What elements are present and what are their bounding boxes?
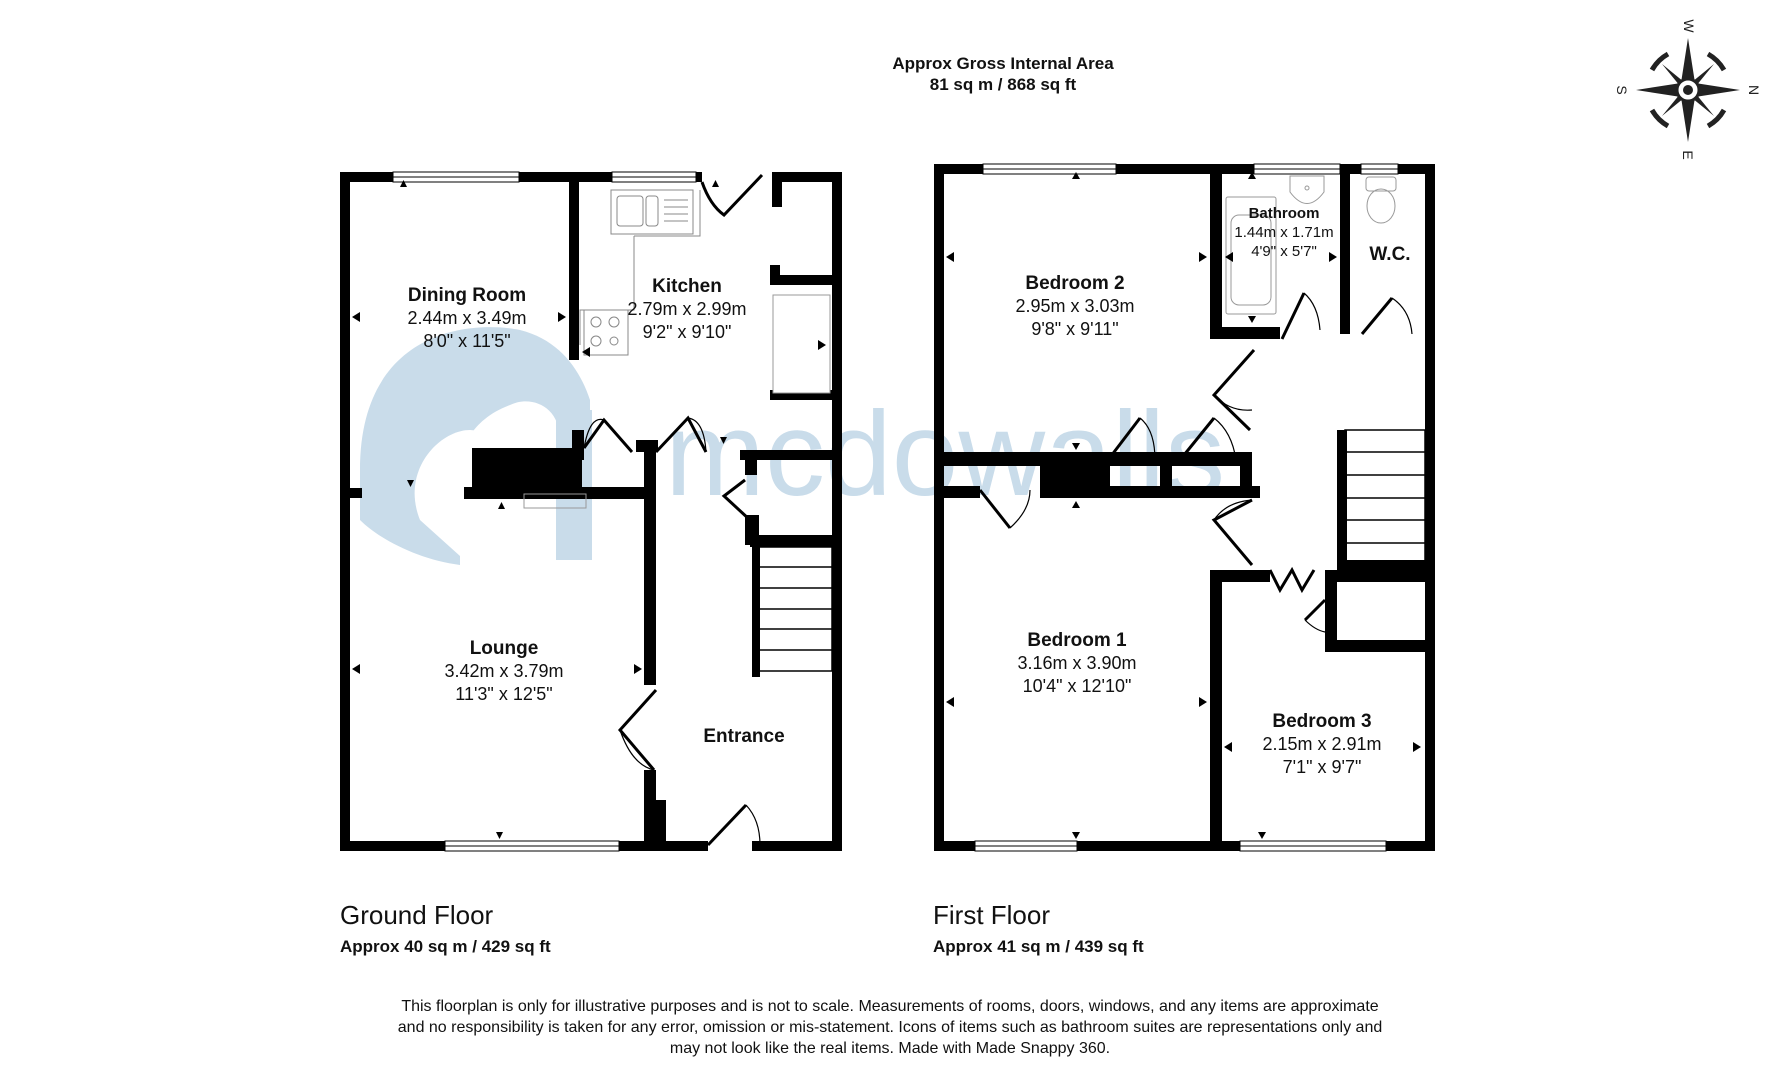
room-metric-bathroom: 1.44m x 1.71m (1234, 224, 1333, 241)
room-name-lounge: Lounge (470, 638, 539, 659)
gross-area-value: 81 sq m / 868 sq ft (929, 75, 1077, 94)
room-name-wc: W.C. (1369, 244, 1410, 265)
room-metric-bedroom-1: 3.16m x 3.90m (1017, 653, 1136, 673)
room-name-bedroom-3: Bedroom 3 (1272, 711, 1371, 732)
room-imperial-bedroom-3: 7'1" x 9'7" (1283, 757, 1362, 777)
room-name-bedroom-2: Bedroom 2 (1025, 273, 1124, 294)
disclaimer-line-2: and no responsibility is taken for any e… (397, 1019, 1383, 1036)
room-metric-kitchen: 2.79m x 2.99m (627, 299, 746, 319)
room-imperial-bedroom-2: 9'8" x 9'11" (1031, 319, 1118, 339)
room-imperial-bathroom: 4'9" x 5'7" (1251, 243, 1317, 260)
room-metric-bedroom-2: 2.95m x 3.03m (1015, 296, 1134, 316)
ground-floor-area: Approx 40 sq m / 429 sq ft (340, 937, 551, 956)
compass-rose-icon: W N E S (1614, 19, 1762, 159)
disclaimer: This floorplan is only for illustrative … (340, 996, 1440, 1059)
room-imperial-dining-room: 8'0" x 11'5" (423, 331, 510, 351)
first-floor-plan: Bedroom 2 2.95m x 3.03m 9'8" x 9'11" Bat… (934, 163, 1435, 852)
compass-label-top: W (1681, 19, 1697, 33)
hob-icon (583, 309, 629, 356)
disclaimer-line-3: may not look like the real items. Made w… (669, 1040, 1111, 1057)
toilet-icon (1365, 176, 1397, 224)
ground-floor-plan: Dining Room 2.44m x 3.49m 8'0" x 11'5" K… (340, 170, 842, 852)
gross-area-title: Approx Gross Internal Area (892, 54, 1114, 73)
ground-floor-caption: Ground Floor Approx 40 sq m / 429 sq ft (340, 900, 551, 957)
room-name-entrance: Entrance (703, 726, 784, 747)
room-metric-lounge: 3.42m x 3.79m (444, 661, 563, 681)
room-imperial-lounge: 11'3" x 12'5" (455, 684, 552, 704)
disclaimer-line-1: This floorplan is only for illustrative … (401, 998, 1379, 1015)
basin-icon (1289, 175, 1325, 204)
room-name-bathroom: Bathroom (1249, 205, 1320, 222)
compass-label-bottom: E (1680, 150, 1696, 159)
room-metric-dining-room: 2.44m x 3.49m (407, 308, 526, 328)
compass-label-right: N (1746, 85, 1762, 95)
room-imperial-bedroom-1: 10'4" x 12'10" (1023, 676, 1132, 696)
first-floor-label: First Floor (933, 900, 1050, 930)
room-metric-bedroom-3: 2.15m x 2.91m (1262, 734, 1381, 754)
first-floor-area: Approx 41 sq m / 439 sq ft (933, 937, 1144, 956)
compass-label-left: S (1614, 85, 1630, 94)
ground-floor-label: Ground Floor (340, 900, 494, 930)
room-imperial-kitchen: 9'2" x 9'10" (643, 322, 732, 342)
first-floor-caption: First Floor Approx 41 sq m / 439 sq ft (933, 900, 1144, 957)
room-name-dining-room: Dining Room (408, 285, 526, 306)
gross-area-header: Approx Gross Internal Area 81 sq m / 868… (0, 53, 1765, 95)
room-name-kitchen: Kitchen (652, 276, 722, 297)
room-name-bedroom-1: Bedroom 1 (1027, 630, 1127, 651)
